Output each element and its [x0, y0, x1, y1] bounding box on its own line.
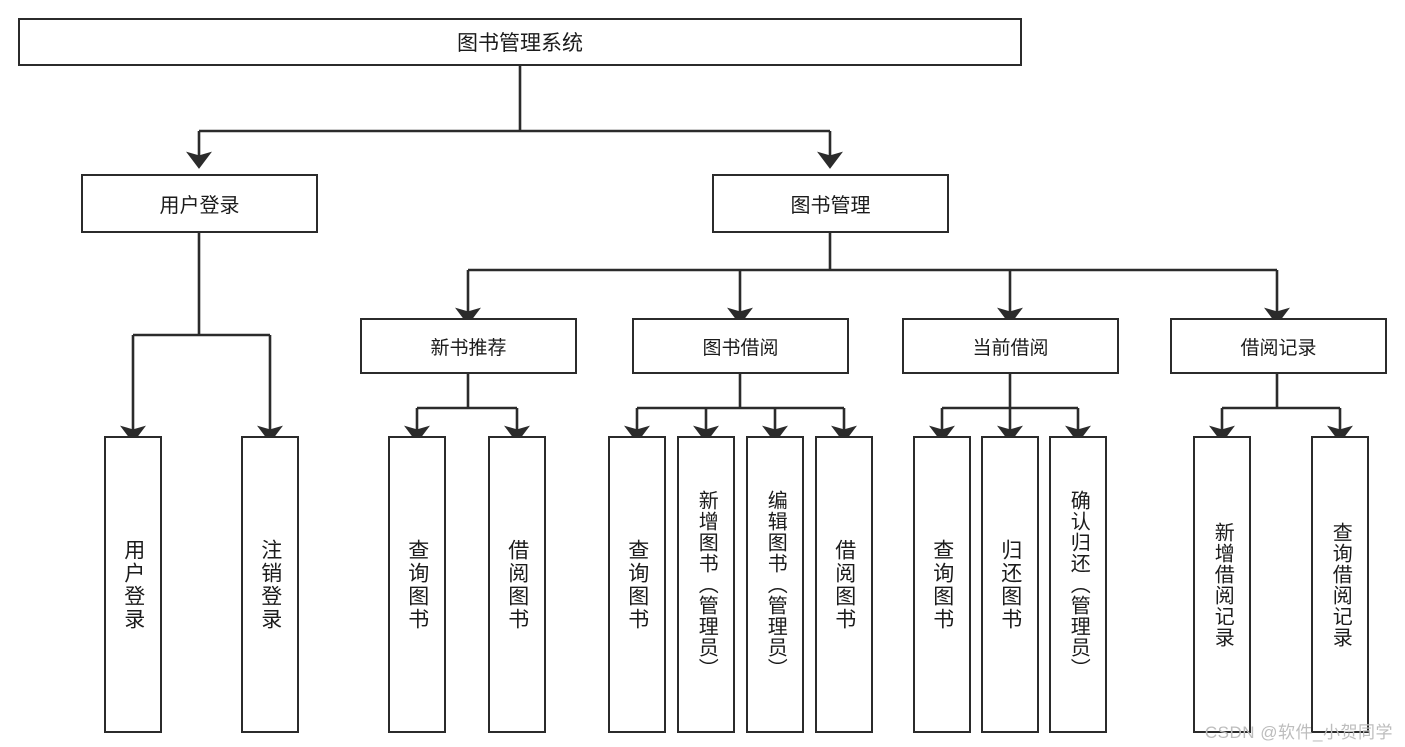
leaf-return-book[interactable]: 归还图书 [981, 436, 1039, 733]
node-user-login[interactable]: 用户登录 [81, 174, 318, 233]
leaf-query-book-1[interactable]: 查询图书 [388, 436, 446, 733]
node-label: 当前借阅 [972, 337, 1049, 359]
leaf-add-book[interactable]: 新增图书（管理员） [677, 436, 735, 733]
leaf-label: 查询图书 [405, 538, 429, 631]
leaf-edit-book[interactable]: 编辑图书（管理员） [746, 436, 804, 733]
node-label: 借阅记录 [1240, 337, 1317, 359]
leaf-label: 新增借阅记录 [1211, 521, 1234, 648]
node-label: 图书管理系统 [457, 32, 583, 55]
leaf-label: 查询图书 [930, 538, 954, 631]
leaf-label: 用户登录 [121, 538, 145, 631]
leaf-confirm-return[interactable]: 确认归还（管理员） [1049, 436, 1107, 733]
leaf-label: 查询借阅记录 [1329, 521, 1352, 648]
node-borrow-record[interactable]: 借阅记录 [1170, 318, 1387, 374]
leaf-query-record[interactable]: 查询借阅记录 [1311, 436, 1369, 733]
node-label: 新书推荐 [430, 337, 507, 359]
leaf-label: 借阅图书 [832, 538, 856, 631]
node-label: 图书借阅 [702, 337, 779, 359]
node-current-borrow[interactable]: 当前借阅 [902, 318, 1119, 374]
node-book-borrow[interactable]: 图书借阅 [632, 318, 849, 374]
leaf-label: 注销登录 [258, 538, 282, 631]
node-label: 图书管理 [790, 195, 871, 217]
watermark-text: CSDN @软件_小贺同学 [1204, 723, 1393, 742]
leaf-label: 确认归还（管理员） [1067, 490, 1090, 679]
leaf-query-book-2[interactable]: 查询图书 [608, 436, 666, 733]
leaf-label: 查询图书 [625, 538, 649, 631]
leaf-borrow-book-1[interactable]: 借阅图书 [488, 436, 546, 733]
node-root-system[interactable]: 图书管理系统 [18, 18, 1022, 66]
leaf-user-logout[interactable]: 注销登录 [241, 436, 299, 733]
leaf-borrow-book-2[interactable]: 借阅图书 [815, 436, 873, 733]
leaf-user-login[interactable]: 用户登录 [104, 436, 162, 733]
leaf-add-record[interactable]: 新增借阅记录 [1193, 436, 1251, 733]
leaf-label: 借阅图书 [505, 538, 529, 631]
leaf-query-book-3[interactable]: 查询图书 [913, 436, 971, 733]
leaf-label: 新增图书（管理员） [695, 490, 718, 679]
node-new-book-recommend[interactable]: 新书推荐 [360, 318, 577, 374]
leaf-label: 编辑图书（管理员） [764, 490, 787, 679]
node-book-management[interactable]: 图书管理 [712, 174, 949, 233]
leaf-label: 归还图书 [998, 538, 1022, 631]
node-label: 用户登录 [159, 195, 240, 217]
